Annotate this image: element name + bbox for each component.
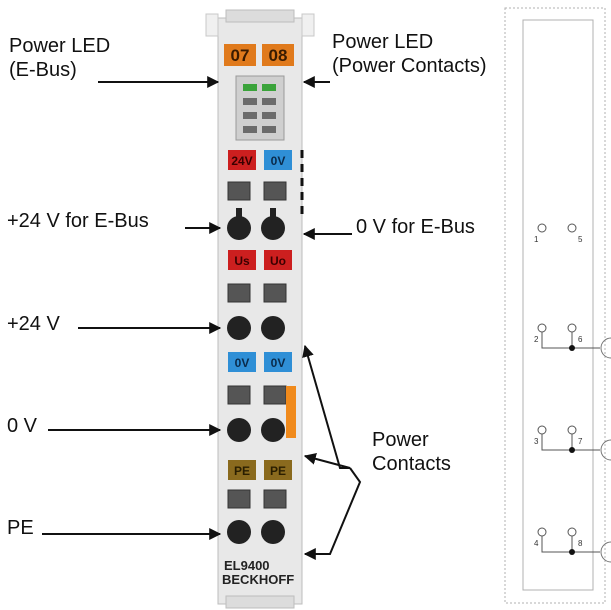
brand-label: BECKHOFF (222, 572, 294, 587)
badge-0v-a (228, 352, 256, 372)
pin-2: 2 (534, 335, 539, 344)
power-led-icon (262, 84, 276, 91)
run-led-icon (243, 84, 257, 91)
pin-5: 5 (578, 235, 583, 244)
label-pe: PE (7, 517, 34, 539)
schematic: 1 5 2 6 3 7 4 8 (504, 7, 611, 604)
orange-stripe (286, 386, 296, 438)
badge-24v-label: 24V (231, 154, 252, 168)
spring-contact-8 (261, 520, 285, 544)
label-power-led-contacts: Power LED (Power Contacts) (332, 31, 487, 77)
pin-3: 3 (534, 437, 539, 446)
badge-pe-b-label: PE (270, 464, 286, 478)
pin-6: 6 (578, 335, 583, 344)
badge-pe-a (228, 460, 256, 480)
label-power-contacts: Power Contacts (372, 429, 451, 475)
spring-contact-3 (227, 418, 251, 442)
arrow-power-contacts-top (302, 344, 350, 469)
spring-contact-4 (227, 520, 251, 544)
spring-contact-1 (227, 216, 251, 240)
label-zero-v-ebus: 0 V for E-Bus (356, 216, 475, 238)
model-label: EL9400 (224, 558, 270, 573)
badge-0v-b (264, 352, 292, 372)
badge-0v-b-label: 0V (271, 356, 286, 370)
pin-4: 4 (534, 539, 539, 548)
led-number-07: 07 (231, 46, 250, 65)
pin-7: 7 (578, 437, 583, 446)
spring-contact-2 (227, 316, 251, 340)
badge-us (228, 250, 256, 270)
badge-us-label: Us (234, 254, 250, 268)
led-box-07 (224, 44, 256, 66)
badge-0v-top (264, 150, 292, 170)
spring-contact-6 (261, 316, 285, 340)
spring-contact-5 (261, 216, 285, 240)
badge-pe-a-label: PE (234, 464, 250, 478)
spring-contact-7 (261, 418, 285, 442)
terminal-module: 07 08 24V 0V Us Uo (205, 9, 315, 609)
label-power-led-ebus: Power LED (E-Bus) (9, 35, 111, 81)
led-number-08: 08 (269, 46, 288, 65)
pin-8: 8 (578, 539, 583, 548)
badge-0v-top-label: 0V (271, 154, 286, 168)
badge-pe-b (264, 460, 292, 480)
label-plus24: +24 V (7, 313, 60, 335)
led-box-08 (262, 44, 294, 66)
badge-uo (264, 250, 292, 270)
label-zero-v: 0 V (7, 415, 38, 437)
pin-1: 1 (534, 235, 539, 244)
label-plus24-ebus: +24 V for E-Bus (7, 210, 149, 232)
arrow-power-contacts-bottom (303, 467, 362, 560)
badge-uo-label: Uo (270, 254, 286, 268)
badge-24v (228, 150, 256, 170)
arrow-power-contacts-mid (303, 452, 351, 469)
badge-0v-a-label: 0V (235, 356, 250, 370)
